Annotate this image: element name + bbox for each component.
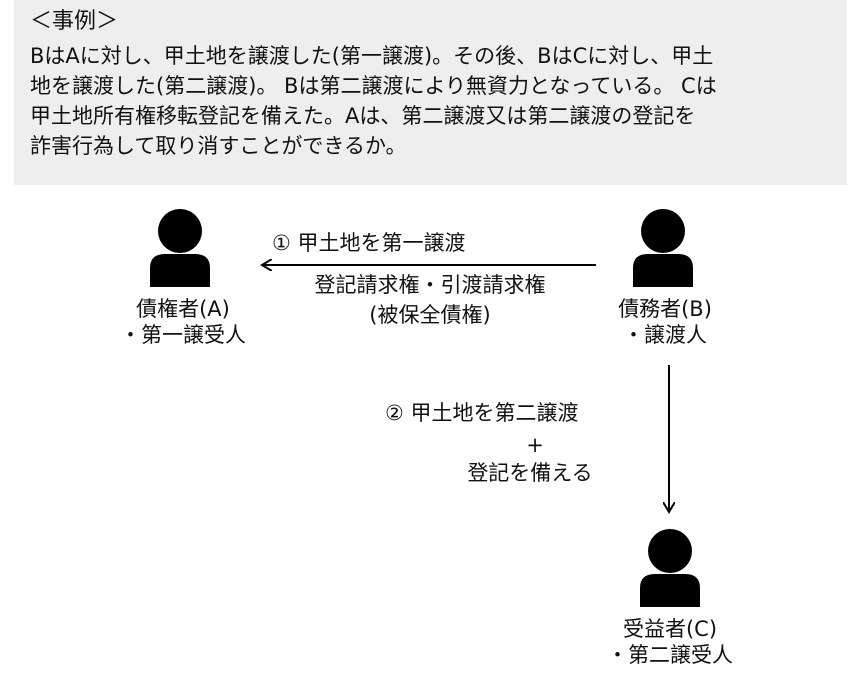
arrow1-label: ① 甲土地を第一譲渡 [272,231,466,255]
party-b-name: 債務者(B) [618,297,712,321]
arrow2-plus: + [526,433,544,457]
case-text-line-4: 詐害行為して取り消すことができるか。 [30,134,407,158]
arrow1-sub1: 登記請求権・引渡請求権 [314,273,546,297]
case-text-line-2: 地を譲渡した(第二譲渡)。 Bは第二譲渡により無資力となっている。 Cは [30,74,717,98]
case-box [14,0,847,185]
case-heading: ＜事例＞ [30,9,119,34]
case-text-line-3: 甲土地所有権移転登記を備えた。Aは、第二譲渡又は第二譲渡の登記を [30,104,696,128]
party-a-role: ・第一譲受人 [120,323,246,347]
person-icon-a [150,209,210,287]
party-c-role: ・第二譲受人 [607,643,733,667]
arrow2-label: ② 甲土地を第二譲渡 [385,401,579,425]
case-text-line-1: BはAに対し、甲土地を譲渡した(第一譲渡)。その後、BはCに対し、甲土 [30,44,714,68]
person-icon-c [640,529,700,607]
party-b-role: ・譲渡人 [623,323,707,347]
party-c-name: 受益者(C) [622,617,718,641]
person-icon-b [633,209,693,287]
arrow2-sub: 登記を備える [467,461,593,485]
party-a-name: 債権者(A) [136,297,230,321]
arrow1-sub2: (被保全債権) [369,303,491,327]
